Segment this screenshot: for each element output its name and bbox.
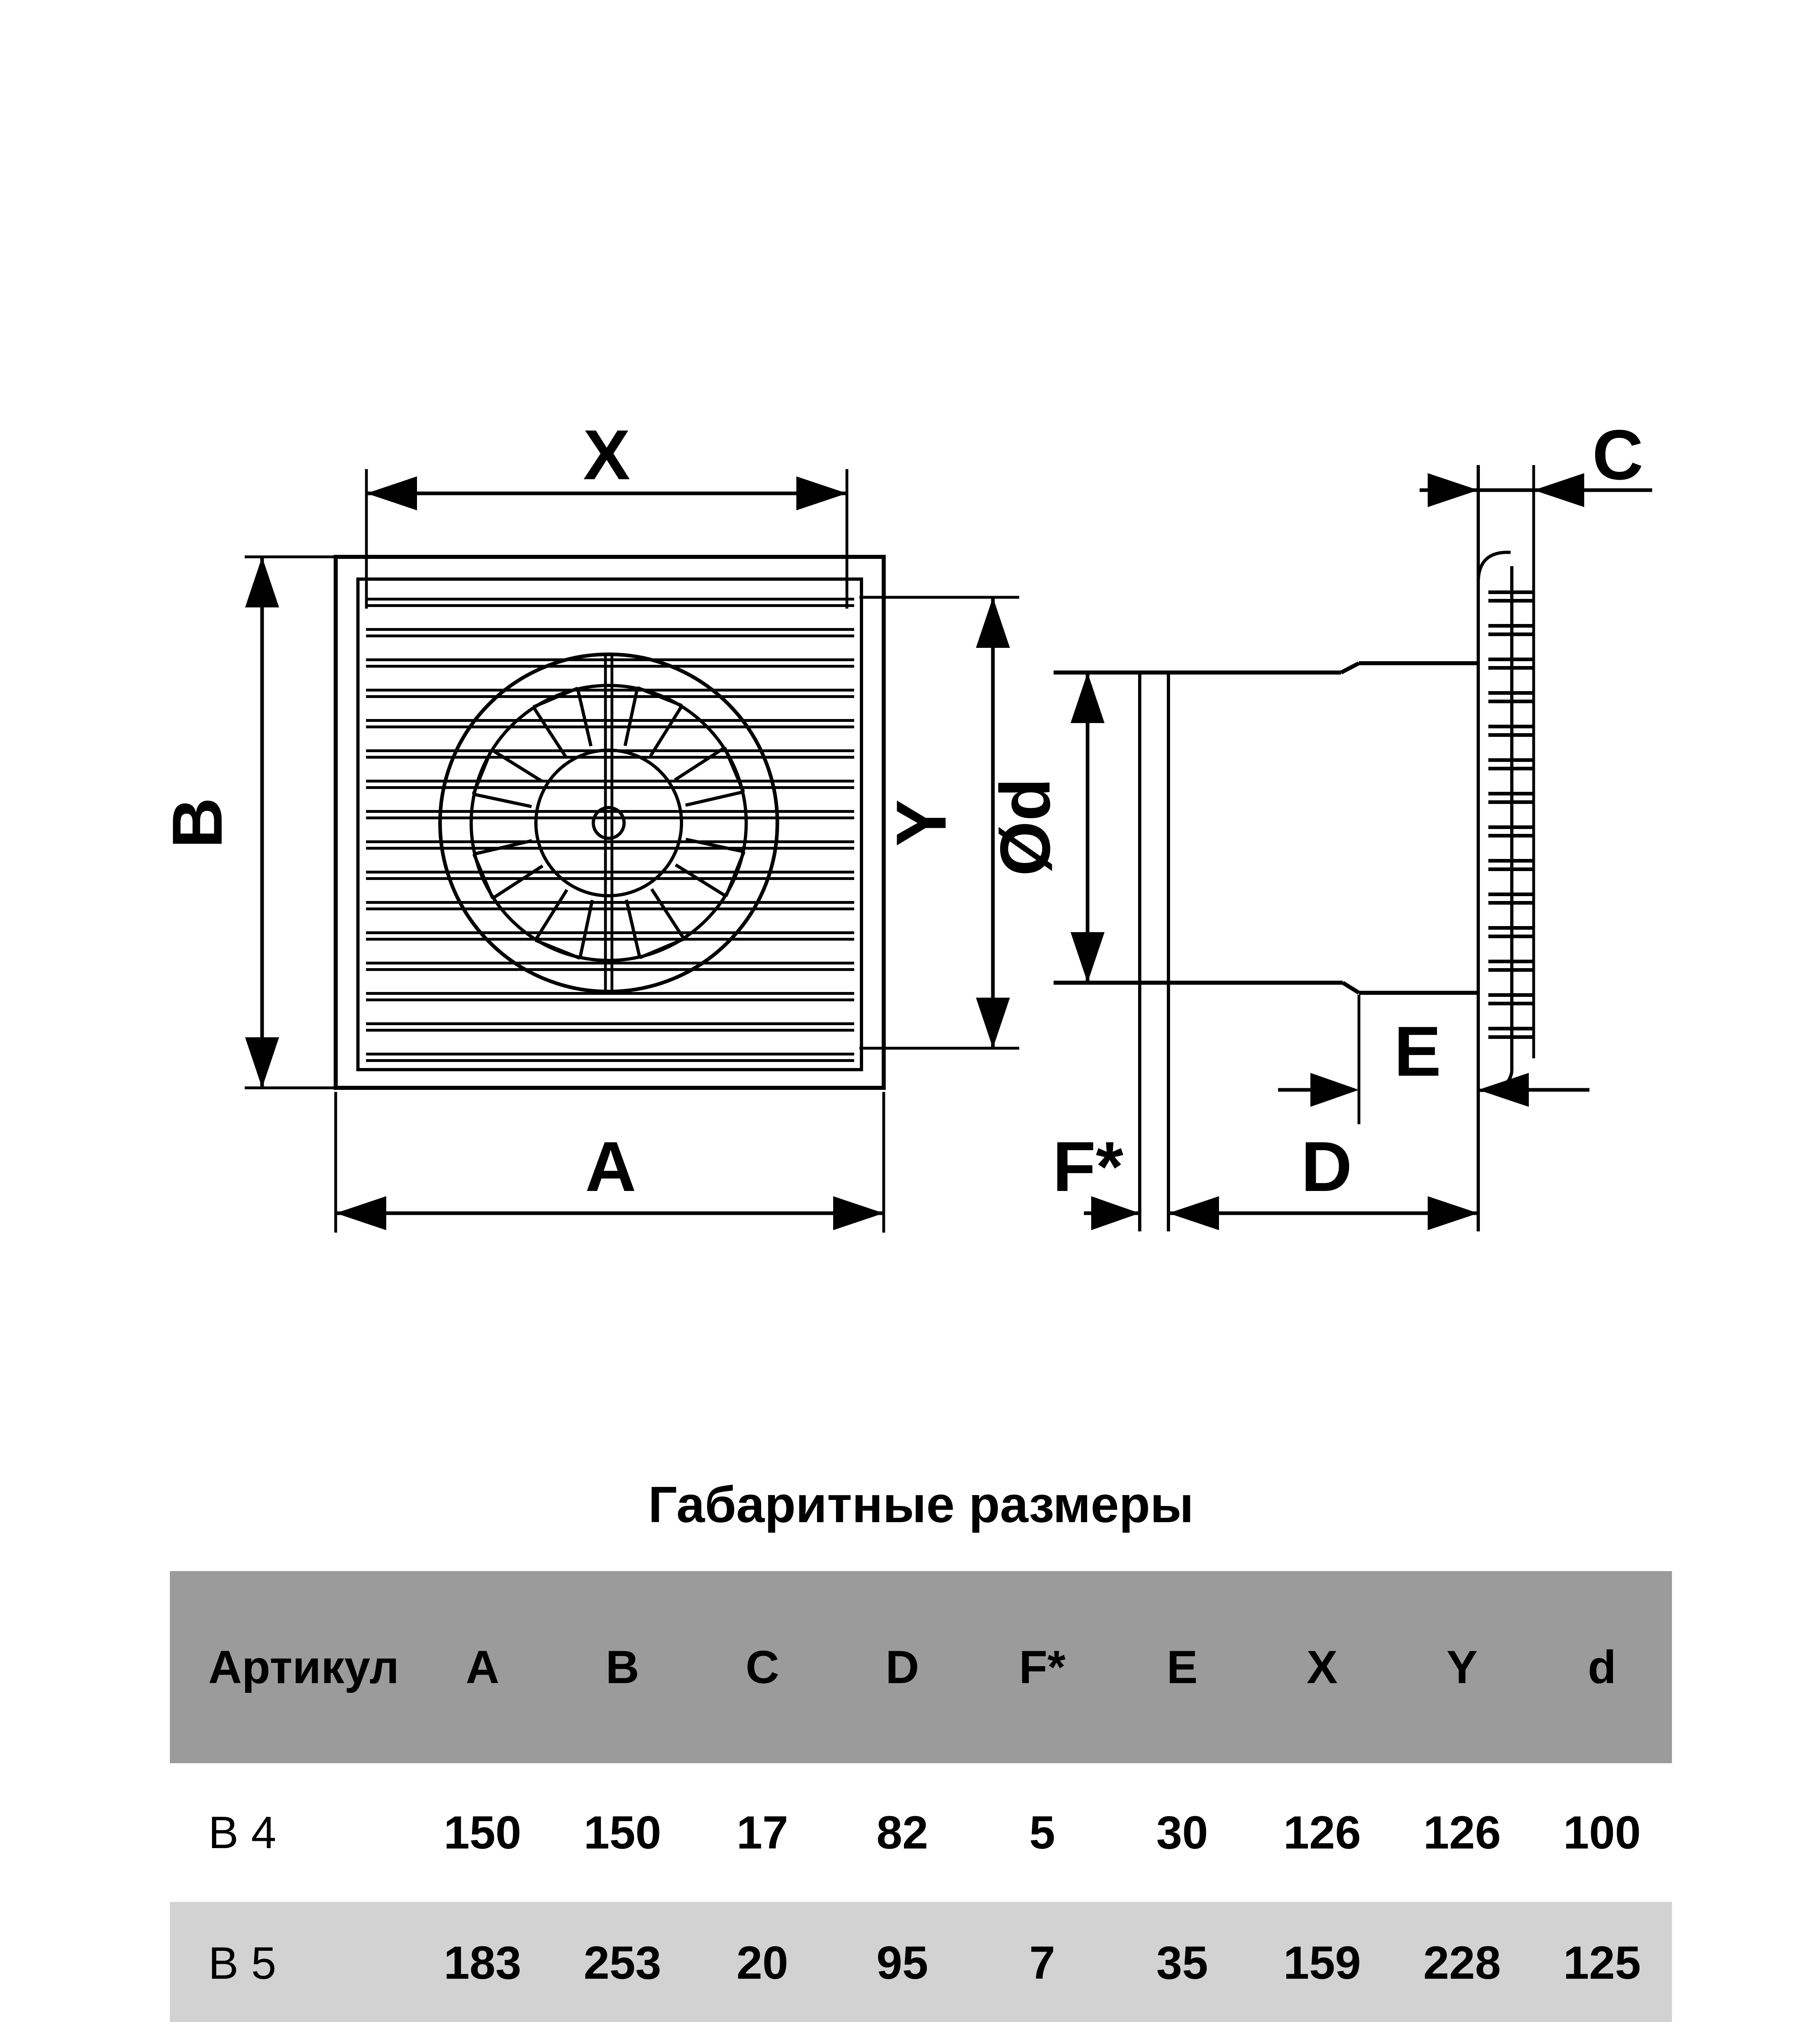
dimension-a: A [334,1092,885,1233]
technical-drawing: X B A [158,416,1652,1233]
table-cell: 7 [972,1902,1112,2022]
dim-label-x: X [583,416,631,495]
dim-label-y: Y [882,799,961,847]
row-label: B 4 [208,1807,277,1858]
table-cell: 125 [1532,1902,1672,2022]
table-cell: 150 [444,1806,521,1859]
front-frame [334,555,886,1090]
table-cell: 159 [1252,1902,1392,2022]
front-grille-panel [356,577,863,1071]
dim-label-e: E [1394,1012,1441,1091]
table-cell: 126 [1423,1806,1501,1859]
col-header-x: X [1252,1571,1392,1763]
panel-louvers [1488,588,1534,1058]
body-outline [1340,661,1478,1124]
dim-label-od: Ød [986,778,1065,876]
table-cell: 82 [876,1806,928,1859]
col-header-d: D [832,1571,972,1763]
table-cell: 35 [1112,1902,1252,2022]
dimension-b: B [158,555,364,1089]
table-cell: 183 [413,1902,552,2022]
col-header-e: E [1112,1571,1252,1763]
front-louver-slats [366,598,854,1062]
panel-outline [1477,465,1535,1231]
col-header-article: Артикул [170,1571,413,1763]
dimension-x: X [365,416,849,609]
dimensions-table: Артикул A B C D F* E X Y d B 4 150 150 1… [170,1571,1672,2022]
col-header-f: F* [972,1571,1112,1763]
dimension-d: D [1168,1127,1478,1230]
side-view: C Ød E D [986,416,1652,1231]
table-cell: 228 [1392,1902,1532,2022]
row-label: B 5 [170,1902,413,2022]
dim-label-b: B [158,797,237,848]
dim-label-d: D [1301,1127,1352,1206]
dimension-c: C [1420,416,1652,507]
col-header-y: Y [1392,1571,1532,1763]
dim-label-f: F* [1053,1127,1124,1206]
table-cell: 100 [1563,1806,1641,1859]
table-cell: 95 [832,1902,972,2022]
col-header-b: B [552,1571,692,1763]
table-cell: 30 [1156,1806,1208,1859]
dimension-e: E [1278,1012,1589,1107]
table-cell: 253 [552,1902,692,2022]
duct-outline [1054,670,1343,1231]
table-cell: 20 [692,1902,832,2022]
dimension-od: Ød [986,673,1105,983]
fan-impeller [438,652,779,994]
dimension-f: F* [1053,1127,1140,1230]
table-cell: 150 [584,1806,661,1859]
col-header-c: C [692,1571,832,1763]
dim-label-c: C [1592,416,1643,495]
col-header-a: A [413,1571,552,1763]
table-cell: 126 [1283,1806,1361,1859]
fan-blades [472,686,746,960]
table-cell: 5 [1029,1806,1055,1859]
table-title: Габаритные размеры [648,1476,1194,1533]
front-view: X B A [158,416,1019,1233]
col-header-dd: d [1532,1571,1672,1763]
table-cell: 17 [736,1806,788,1859]
dimension-y: Y [859,596,1019,1050]
dim-label-a: A [585,1127,636,1206]
